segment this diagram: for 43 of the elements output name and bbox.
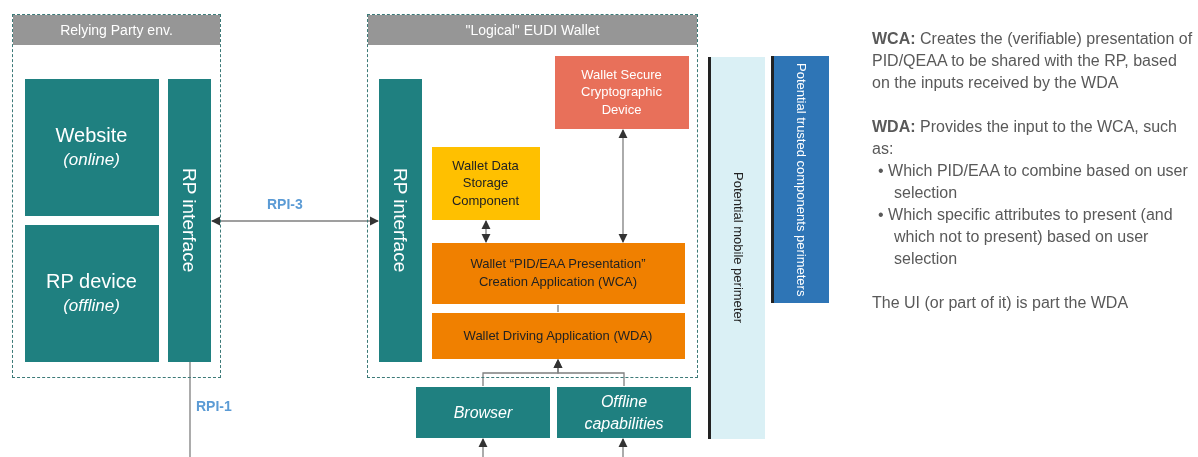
bullet-item: • Which specific attributes to present (and which not to present) based on user selection	[877, 205, 1174, 269]
box-label: Wallet Data Storage Component	[450, 156, 521, 210]
component-box	[431, 146, 540, 220]
box-sublabel: (online)	[63, 149, 120, 172]
perimeter-band	[771, 56, 829, 303]
arrow	[553, 359, 625, 387]
box-label: Browser	[453, 402, 513, 423]
arrow	[211, 216, 379, 226]
box-label: RP device	[46, 269, 137, 295]
arrow	[618, 129, 628, 243]
interface-bar	[167, 78, 211, 362]
component-box	[431, 312, 685, 359]
dashed-container	[12, 14, 221, 378]
interface-bar	[378, 78, 422, 362]
component-box	[416, 387, 550, 438]
dashed-container	[367, 14, 698, 378]
note-text: The UI (or part of it) is part the WDA	[872, 293, 1130, 313]
box-label: Website	[55, 123, 128, 149]
note-text: WCA: Creates the (verifiable) presentation of PID/QEAA to be shared with the RP, based on the inputs received by the WDA	[872, 29, 1194, 93]
box-label: Wallet “PID/EAA Presentation” Creation Application (WCA)	[469, 255, 647, 291]
box-label: Wallet Driving Application (WDA)	[463, 326, 653, 345]
container-header: "Logical" EUDI Wallet	[368, 15, 697, 45]
box-label: Potential trusted components perimeters	[793, 62, 811, 297]
perimeter-band	[708, 57, 765, 439]
component-box	[24, 78, 159, 216]
arrow	[481, 220, 491, 243]
arrow	[478, 438, 488, 457]
component-box	[24, 224, 159, 362]
bullet-item: • Which PID/EAA to combine based on user selection	[877, 161, 1189, 203]
edge-label: RPI-3	[265, 196, 305, 212]
box-sublabel: (offline)	[63, 295, 120, 318]
arrow	[618, 438, 628, 457]
component-box	[431, 242, 685, 304]
container-header: Relying Party env.	[13, 15, 220, 45]
note-text: WDA: Provides the input to the WCA, such as:	[872, 117, 1178, 159]
box-label: RP interface	[388, 167, 412, 273]
box-label: Potential mobile perimeter	[729, 172, 747, 324]
box-label: Offline capabilities	[583, 391, 665, 434]
box-label: Wallet Secure Cryptographic Device	[580, 65, 663, 119]
component-box	[557, 387, 691, 438]
box-label: RP interface	[177, 167, 201, 273]
component-box	[554, 55, 689, 129]
edge-label: RPI-1	[194, 398, 234, 414]
